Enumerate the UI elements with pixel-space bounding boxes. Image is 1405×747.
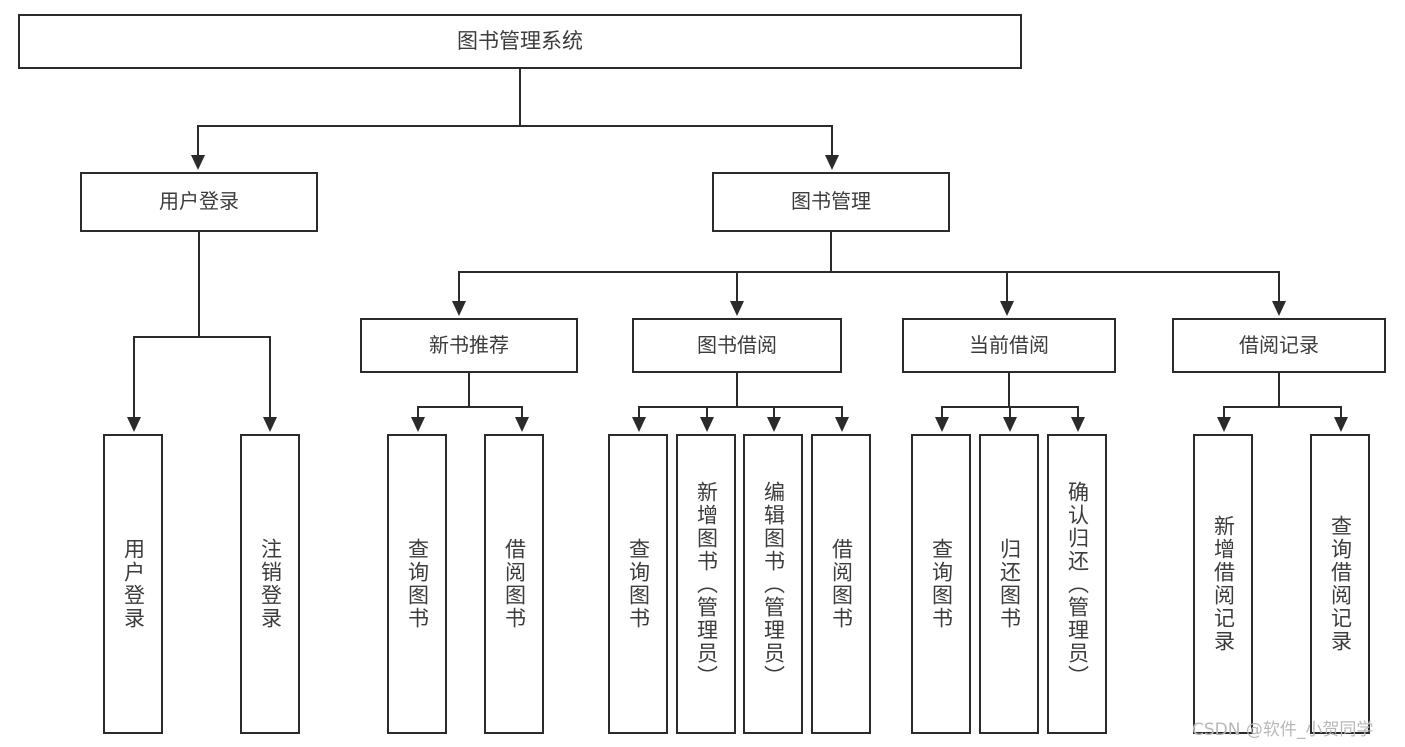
node-new-book-recommend[interactable]: 新书推荐 [360,318,578,373]
connector-book-borrow-drop-3 [773,406,775,419]
connector-book-manage-drop-2 [736,271,738,303]
connector-book-borrow-drop-4 [841,406,843,419]
connector-book-manage-fanbar [458,271,1280,273]
csdn-watermark: CSDN @软件_小贺同学 [1192,720,1374,740]
connector-borrow-record-fanbar [1223,406,1341,408]
connector-current-borrow-drop-3 [1077,406,1079,419]
connector-new-book-drop-1 [417,406,419,419]
arrowhead-book-borrow-leaf-3 [767,417,781,432]
connector-user-login-fanbar [133,336,270,338]
leaf-new-book-borrow[interactable]: 借阅图书 [484,434,544,734]
leaf-book-borrow-add[interactable]: 新增图书（管理员） [676,434,736,734]
leaf-user-login-logout[interactable]: 注销登录 [240,434,300,734]
connector-book-manage-drop-1 [458,271,460,303]
arrowhead-new-book-leaf-2 [515,417,529,432]
arrowhead-current-borrow-leaf-2 [1003,417,1017,432]
arrowhead-book-borrow-leaf-4 [835,417,849,432]
connector-root-drop-1 [197,125,199,157]
connector-current-borrow-stem [1008,373,1010,406]
node-book-manage[interactable]: 图书管理 [712,172,950,232]
connector-book-borrow-drop-2 [706,406,708,419]
leaf-book-borrow-borrow[interactable]: 借阅图书 [811,434,871,734]
leaf-book-borrow-edit[interactable]: 编辑图书（管理员） [743,434,803,734]
connector-book-manage-drop-3 [1006,271,1008,303]
leaf-current-borrow-confirm[interactable]: 确认归还（管理员） [1047,434,1107,734]
arrowhead-new-book-leaf-1 [411,417,425,432]
connector-borrow-record-drop-1 [1223,406,1225,419]
connector-new-book-stem [468,373,470,406]
arrowhead-book-manage-to-current [1000,301,1014,316]
node-book-borrow[interactable]: 图书借阅 [632,318,842,373]
leaf-book-borrow-query[interactable]: 查询图书 [608,434,668,734]
connector-borrow-record-drop-2 [1340,406,1342,419]
connector-book-borrow-fanbar [638,406,843,408]
connector-root-drop-2 [831,125,833,157]
arrowhead-user-login-leaf-1 [127,417,141,432]
arrowhead-root-to-book-manage [825,155,839,170]
connector-current-borrow-drop-2 [1009,406,1011,419]
connector-book-manage-drop-4 [1278,271,1280,303]
leaf-user-login-login[interactable]: 用户登录 [103,434,163,734]
node-user-login[interactable]: 用户登录 [80,172,318,232]
connector-book-borrow-stem [736,373,738,406]
arrowhead-current-borrow-leaf-3 [1071,417,1085,432]
arrowhead-user-login-leaf-2 [263,417,277,432]
connector-book-borrow-drop-1 [638,406,640,419]
connector-user-login-stem [198,232,200,336]
arrowhead-current-borrow-leaf-1 [935,417,949,432]
connector-new-book-drop-2 [521,406,523,419]
arrowhead-root-to-user-login [191,155,205,170]
node-root-system[interactable]: 图书管理系统 [18,14,1022,69]
arrowhead-book-manage-to-new-book [452,301,466,316]
connector-root-fanbar [197,125,833,127]
connector-borrow-record-stem [1278,373,1280,406]
leaf-borrow-record-add[interactable]: 新增借阅记录 [1193,434,1253,734]
arrowhead-borrow-record-leaf-1 [1217,417,1231,432]
leaf-new-book-query[interactable]: 查询图书 [387,434,447,734]
arrowhead-borrow-record-leaf-2 [1334,417,1348,432]
arrowhead-book-borrow-leaf-1 [632,417,646,432]
leaf-borrow-record-query[interactable]: 查询借阅记录 [1310,434,1370,734]
arrowhead-book-manage-to-record [1272,301,1286,316]
connector-root-stem [519,69,521,126]
connector-new-book-fanbar [417,406,522,408]
node-borrow-record[interactable]: 借阅记录 [1172,318,1386,373]
connector-user-login-drop-1 [133,336,135,419]
leaf-current-borrow-return[interactable]: 归还图书 [979,434,1039,734]
arrowhead-book-manage-to-borrow [730,301,744,316]
node-current-borrow[interactable]: 当前借阅 [902,318,1116,373]
connector-current-borrow-drop-1 [941,406,943,419]
connector-user-login-drop-2 [269,336,271,419]
connector-book-manage-stem [830,232,832,271]
arrowhead-book-borrow-leaf-2 [700,417,714,432]
leaf-current-borrow-query[interactable]: 查询图书 [911,434,971,734]
